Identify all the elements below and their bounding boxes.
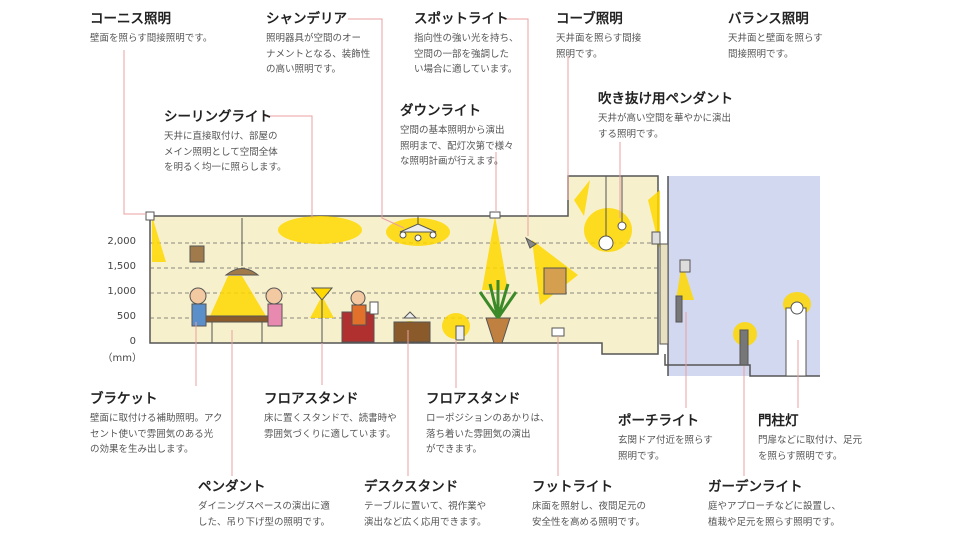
y-tick-1500: 1,500 — [107, 261, 136, 272]
label-desc: テーブルに置いて、視作業や 演出など広く応用できます。 — [364, 501, 487, 528]
label-title: 門柱灯 — [758, 413, 799, 429]
label-desc: 壁面を照らす間接照明です。 — [90, 33, 213, 44]
label-desc: 天井が高い空間を華やかに演出 する照明です。 — [598, 113, 732, 140]
label-title: シャンデリア — [266, 11, 347, 27]
label-desc: 照明器具が空間のオー ナメントとなる、装飾性 の高い照明です。 — [266, 33, 371, 75]
label-floor-stand-2: フロアスタンド ローポジションのあかりは、 落ち着いた雰囲気の演出 ができます。 — [426, 390, 550, 458]
label-desc: 門扉などに取付け、足元 を照らす照明です。 — [758, 435, 863, 462]
label-spotlight: スポットライト 指向性の強い光を持ち、 空間の一部を強調した い場合に適していま… — [414, 10, 519, 78]
label-title: 吹き抜け用ペンダント — [598, 91, 733, 107]
fixtures — [145, 176, 807, 377]
label-desc: 壁面に取付ける補助照明。アク セント使いで雰囲気のある光 の効果を生み出します。 — [90, 413, 223, 455]
label-desc: 空間の基本照明から演出 照明まで、配灯次第で様々 な照明計画が行えます。 — [400, 125, 514, 167]
label-desk-stand: デスクスタンド テーブルに置いて、視作業や 演出など広く応用できます。 — [364, 478, 487, 530]
label-porch: ポーチライト 玄関ドア付近を照らす 照明です。 — [618, 412, 713, 464]
label-title: バランス照明 — [728, 11, 809, 27]
label-title: ポーチライト — [618, 413, 699, 429]
label-desc: ローポジションのあかりは、 落ち着いた雰囲気の演出 ができます。 — [426, 413, 550, 455]
label-title: デスクスタンド — [364, 479, 459, 495]
label-desc: 床面を照射し、夜間足元の 安全性を高める照明です。 — [532, 501, 647, 528]
label-cornice: コーニス照明 壁面を照らす間接照明です。 — [90, 10, 212, 47]
label-title: ダウンライト — [400, 103, 481, 119]
label-title: フットライト — [532, 479, 613, 495]
label-garden-light: ガーデンライト 庭やアプローチなどに設置し、 植栽や足元を照らす照明です。 — [708, 478, 841, 530]
label-pendant: ペンダント ダイニングスペースの演出に適 した、吊り下げ型の照明です。 — [198, 478, 330, 530]
label-foot-light: フットライト 床面を照射し、夜間足元の 安全性を高める照明です。 — [532, 478, 646, 530]
label-desc: 庭やアプローチなどに設置し、 植栽や足元を照らす照明です。 — [708, 501, 842, 528]
label-title: ブラケット — [90, 391, 158, 407]
label-title: シーリングライト — [164, 109, 272, 125]
label-desc: 床に置くスタンドで、読書時や 雰囲気づくりに適しています。 — [264, 413, 397, 440]
label-title: スポットライト — [414, 11, 509, 27]
y-tick-500: 500 — [116, 311, 136, 322]
label-desc: 天井面を照らす間接 照明です。 — [556, 33, 642, 60]
label-chandelier: シャンデリア 照明器具が空間のオー ナメントとなる、装飾性 の高い照明です。 — [266, 10, 370, 78]
label-downlight: ダウンライト 空間の基本照明から演出 照明まで、配灯次第で様々 な照明計画が行え… — [400, 102, 514, 170]
furniture-and-people — [189, 243, 669, 345]
label-title: コーブ照明 — [556, 11, 623, 27]
label-ceiling: シーリングライト 天井に直接取付け、部屋の メイン照明として空間全体 を明るく均… — [164, 108, 287, 176]
y-tick-0: 0 — [129, 336, 136, 347]
y-tick-1000: 1,000 — [107, 286, 136, 297]
label-title: フロアスタンド — [264, 391, 359, 407]
label-atrium-pendant: 吹き抜け用ペンダント 天井が高い空間を華やかに演出 する照明です。 — [598, 90, 733, 142]
label-title: フロアスタンド — [426, 391, 521, 407]
label-desc: 天井面と壁面を照らす 間接照明です。 — [728, 33, 823, 60]
label-balance: バランス照明 天井面と壁面を照らす 間接照明です。 — [728, 10, 823, 62]
label-title: コーニス照明 — [90, 11, 171, 27]
label-desc: 天井に直接取付け、部屋の メイン照明として空間全体 を明るく均一に照らします。 — [164, 131, 287, 173]
label-bracket: ブラケット 壁面に取付ける補助照明。アク セント使いで雰囲気のある光 の効果を生… — [90, 390, 223, 458]
label-desc: 玄関ドア付近を照らす 照明です。 — [618, 435, 713, 462]
label-gatepost: 門柱灯 門扉などに取付け、足元 を照らす照明です。 — [758, 412, 862, 464]
label-floor-stand-1: フロアスタンド 床に置くスタンドで、読書時や 雰囲気づくりに適しています。 — [264, 390, 397, 442]
label-desc: 指向性の強い光を持ち、 空間の一部を強調した い場合に適しています。 — [414, 33, 519, 75]
y-axis-unit: （mm） — [102, 353, 142, 364]
label-title: ガーデンライト — [708, 479, 803, 495]
label-title: ペンダント — [198, 479, 266, 495]
y-tick-2000: 2,000 — [107, 236, 136, 247]
label-desc: ダイニングスペースの演出に適 した、吊り下げ型の照明です。 — [198, 501, 331, 528]
label-cove: コーブ照明 天井面を照らす間接 照明です。 — [556, 10, 641, 62]
